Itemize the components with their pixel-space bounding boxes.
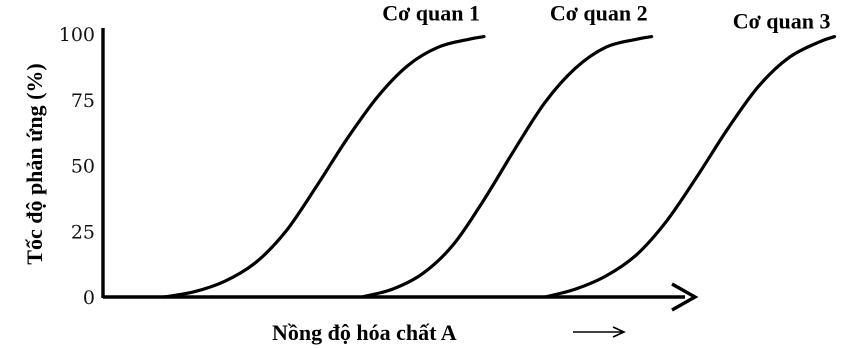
- x-axis-label: Nồng độ hóa chất A: [272, 320, 457, 345]
- y-tick-label: 0: [83, 287, 95, 309]
- y-axis-ticks: 0 25 50 75 100: [59, 24, 95, 309]
- y-tick-label: 75: [71, 90, 95, 112]
- y-tick-label: 100: [59, 24, 95, 46]
- series-line-1: [162, 35, 486, 299]
- y-tick-label: 50: [71, 156, 95, 178]
- y-tick-label: 25: [71, 221, 95, 243]
- x-axis-direction-arrow: [573, 326, 626, 338]
- y-axis-label: Tốc độ phản ứng (%): [22, 63, 47, 264]
- series-line-2: [360, 35, 654, 299]
- series-label-3: Cơ quan 3: [733, 9, 831, 34]
- series-labels: Cơ quan 1 Cơ quan 2 Cơ quan 3: [382, 1, 830, 34]
- x-axis-arrowhead: [671, 282, 699, 312]
- series-line-3: [543, 35, 837, 299]
- series-curves: [162, 35, 837, 299]
- series-label-2: Cơ quan 2: [550, 1, 648, 26]
- series-label-1: Cơ quan 1: [382, 1, 480, 26]
